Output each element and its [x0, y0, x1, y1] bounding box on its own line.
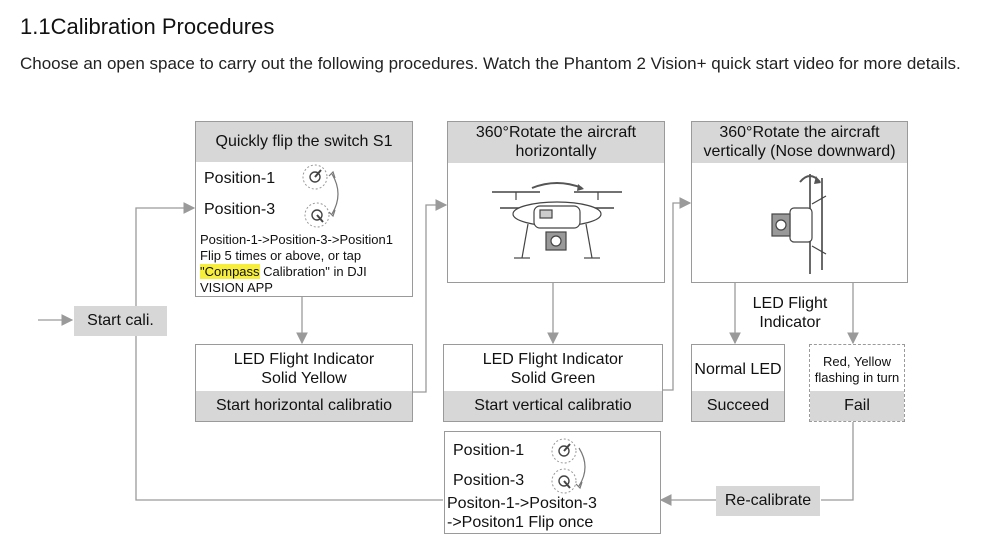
start-horizontal-calibration-label: Start horizontal calibratio [196, 391, 412, 421]
switch-position-3-icon [304, 202, 330, 228]
step1-line2: Flip 5 times or above, or tap [200, 248, 362, 263]
step1-header-label: Quickly flip the switch S1 [215, 133, 393, 150]
step1-quote: " [200, 264, 205, 279]
switch-position-1-icon [302, 164, 328, 190]
step2-header-line2: horizontally [515, 143, 597, 160]
flip-arrow-icon [575, 447, 586, 490]
arrow-led1-to-step2 [412, 199, 448, 393]
flip-once-instructions: Positon-1->Positon-3 ->Positon1 Flip onc… [447, 494, 597, 532]
step1-line3-rest: Calibration" in DJI [259, 264, 367, 279]
led1-text: LED Flight Indicator Solid Yellow [196, 350, 412, 388]
flip-switch-position-3-icon [551, 468, 577, 494]
fail-line2: flashing in turn [814, 370, 900, 385]
flip-position-3-label: Position-3 [453, 472, 525, 489]
step3-header: 360°Rotate the aircraft vertically (Nose… [692, 122, 907, 163]
recalibrate-label: Re-calibrate [724, 492, 812, 509]
led1-line2: Solid Yellow [261, 370, 347, 387]
arrow-start-to-step1 [135, 202, 196, 308]
step1-line1: Position-1->Position-3->Position1 [200, 232, 393, 247]
step1-position-1-label: Position-1 [204, 170, 276, 187]
fail-led-text: Red, Yellow flashing in turn [810, 354, 904, 386]
fail-box: Red, Yellow flashing in turn Fail [809, 344, 905, 422]
fail-line1: Red, Yellow [823, 354, 891, 369]
led-solid-green-box: LED Flight Indicator Solid Green Start v… [443, 344, 663, 422]
step2-rotate-horizontal-box: 360°Rotate the aircraft horizontally [447, 121, 665, 283]
page-title: 1.1Calibration Procedures [20, 14, 275, 39]
step3-led-line2: Indicator [759, 314, 821, 331]
flip-once-line2: ->Positon1 Flip once [447, 514, 594, 531]
recalibrate-box: Re-calibrate [716, 486, 820, 516]
step3-led-line1: LED Flight [752, 295, 828, 312]
step1-line3: "Compass Calibration" in DJI [200, 264, 393, 280]
step1-position-3-label: Position-3 [204, 201, 276, 218]
fail-label: Fail [810, 391, 904, 421]
succeed-label: Succeed [692, 391, 784, 421]
step3-header-line2: vertically (Nose downward) [703, 143, 896, 160]
led2-text: LED Flight Indicator Solid Green [444, 350, 662, 388]
drone-horizontal-icon [492, 182, 622, 259]
step1-flip-switch-box: Quickly flip the switch S1 Position-1 Po… [195, 121, 413, 297]
step3-header-line1: 360°Rotate the aircraft [719, 124, 880, 141]
start-calibration-box: Start cali. [74, 306, 167, 336]
start-calibration-label: Start cali. [87, 312, 154, 329]
compass-highlight: Compass [204, 264, 260, 279]
step1-header: Quickly flip the switch S1 [196, 122, 412, 162]
switch-flip-arrow-icon [328, 170, 339, 218]
step2-header: 360°Rotate the aircraft horizontally [448, 122, 664, 163]
led2-line2: Solid Green [510, 370, 596, 387]
flip-switch-position-1-icon [551, 438, 577, 464]
led-solid-yellow-box: LED Flight Indicator Solid Yellow Start … [195, 344, 413, 422]
line-flip-back-to-start [135, 335, 443, 501]
step1-line4: VISION APP [200, 280, 273, 295]
step3-rotate-vertical-box: 360°Rotate the aircraft vertically (Nose… [691, 121, 908, 283]
succeed-box: Normal LED Succeed [691, 344, 785, 422]
intro-text: Choose an open space to carry out the fo… [20, 54, 961, 73]
flip-once-line1: Positon-1->Positon-3 [447, 495, 597, 512]
step3-led-label: LED Flight Indicator [725, 294, 855, 332]
led2-line1: LED Flight Indicator [482, 351, 624, 368]
step2-header-line1: 360°Rotate the aircraft [475, 124, 637, 141]
arrow-led2-to-step3 [663, 197, 692, 391]
step1-instructions: Position-1->Position-3->Position1 Flip 5… [200, 232, 393, 296]
flip-position-1-label: Position-1 [453, 442, 525, 459]
normal-led-text: Normal LED [694, 361, 782, 378]
flip-once-box: Position-1 Position-3 Positon-1->Positon… [444, 431, 661, 534]
line-fail-to-recal [821, 421, 854, 501]
led1-line1: LED Flight Indicator [233, 351, 375, 368]
start-vertical-calibration-label: Start vertical calibratio [444, 391, 662, 421]
drone-vertical-icon [771, 174, 827, 274]
